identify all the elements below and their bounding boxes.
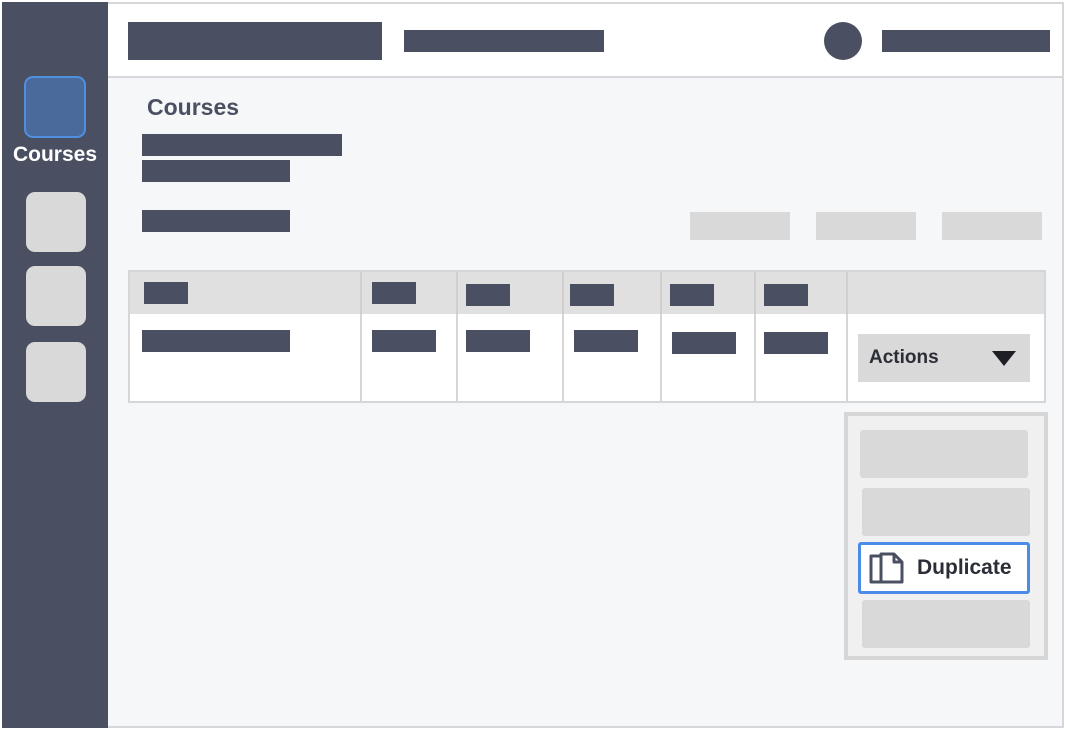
toolbar-button-1[interactable] — [690, 212, 790, 240]
table-header-cell-actions — [848, 272, 1044, 314]
column-header-label — [144, 282, 188, 304]
table-header-cell[interactable] — [458, 272, 564, 314]
page-subtitle-line-2 — [142, 160, 290, 182]
column-header-label — [570, 284, 614, 306]
column-header-label — [372, 282, 416, 304]
duplicate-icon — [869, 552, 904, 584]
cell-value — [574, 330, 638, 352]
chevron-down-icon — [992, 350, 1016, 366]
page-title: Courses — [147, 94, 240, 120]
actions-dropdown-button[interactable]: Actions — [858, 334, 1030, 382]
menu-item-label: Duplicate — [917, 556, 1012, 579]
course-name[interactable] — [142, 330, 290, 352]
section-label — [142, 210, 290, 232]
table-cell — [564, 314, 662, 401]
sidebar-item-2[interactable] — [26, 192, 86, 252]
menu-item-1[interactable] — [860, 430, 1028, 478]
sidebar-item-4[interactable] — [26, 342, 86, 402]
menu-item-4[interactable] — [862, 600, 1030, 648]
table-cell — [756, 314, 848, 401]
sidebar-item-label: Courses — [12, 143, 98, 166]
header-nav-link[interactable] — [404, 30, 604, 52]
column-header-label — [466, 284, 510, 306]
page-subtitle-line-1 — [142, 134, 342, 156]
app-logo[interactable] — [128, 22, 382, 60]
toolbar-button-2[interactable] — [816, 212, 916, 240]
cell-value — [672, 332, 736, 354]
column-header-label — [764, 284, 808, 306]
toolbar-button-3[interactable] — [942, 212, 1042, 240]
sidebar-item-3[interactable] — [26, 266, 86, 326]
table-cell — [662, 314, 756, 401]
user-name[interactable] — [882, 30, 1050, 52]
actions-label: Actions — [869, 347, 939, 368]
cell-value — [764, 332, 828, 354]
table-cell — [130, 314, 362, 401]
menu-item-duplicate[interactable]: Duplicate — [858, 542, 1030, 594]
avatar[interactable] — [824, 22, 862, 60]
cell-value — [372, 330, 436, 352]
table-cell — [458, 314, 564, 401]
cell-value — [466, 330, 530, 352]
table-cell — [362, 314, 458, 401]
sidebar-item-courses[interactable] — [24, 76, 86, 138]
column-header-label — [670, 284, 714, 306]
menu-item-2[interactable] — [862, 488, 1030, 536]
